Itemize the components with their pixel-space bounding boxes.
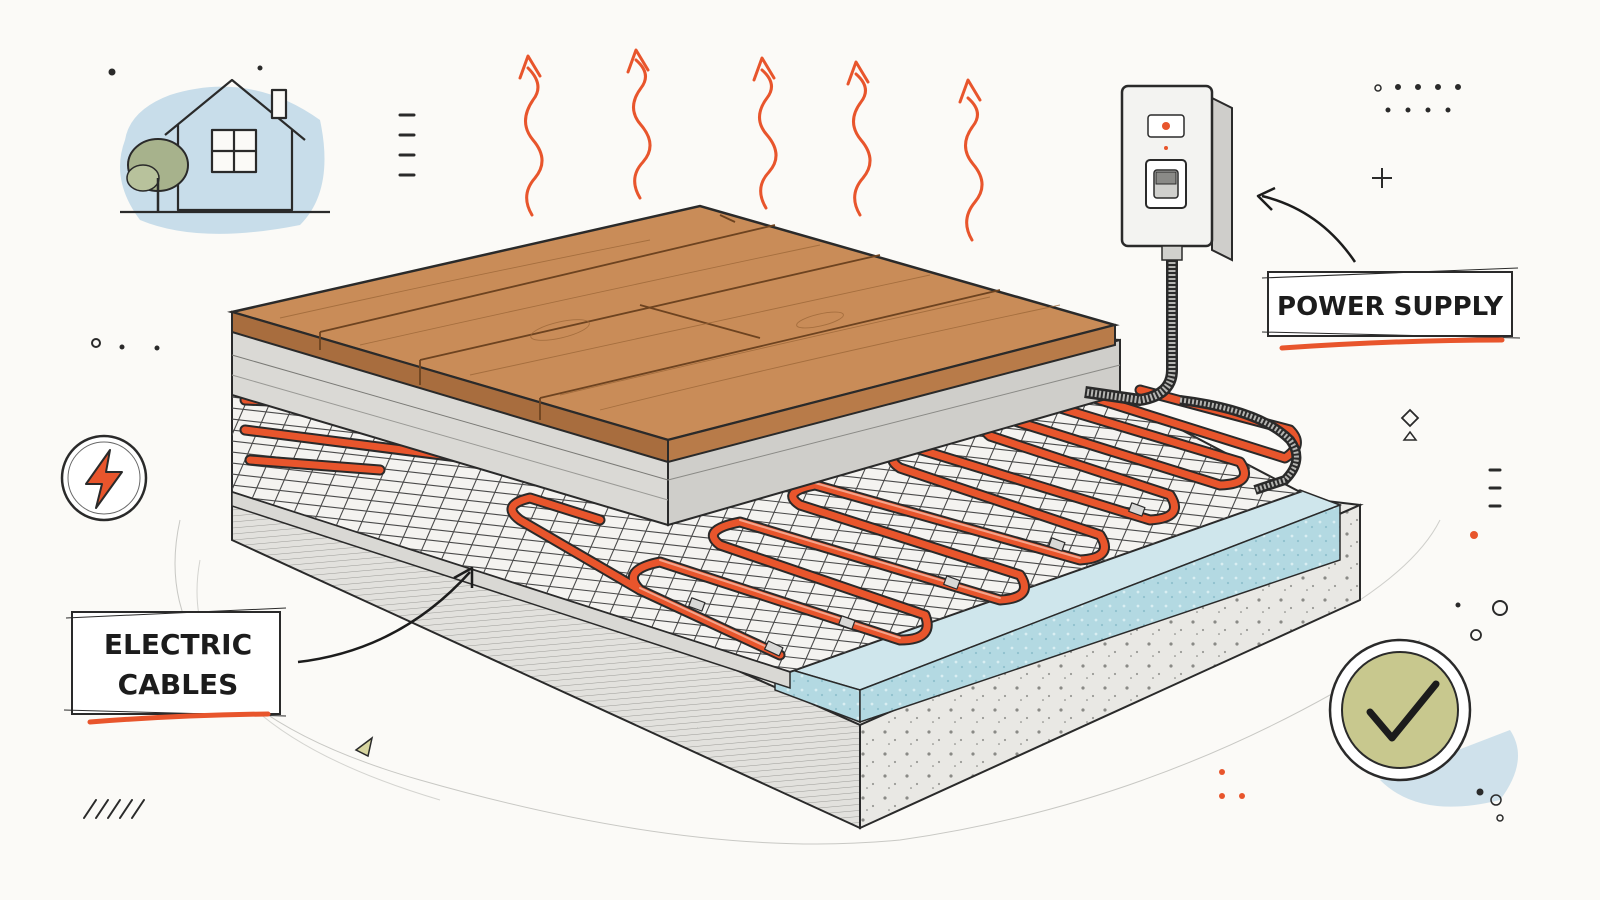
house-icon [120, 80, 330, 234]
power-supply-label: POWER SUPPLY [1262, 268, 1520, 348]
checkmark-icon [1330, 640, 1518, 807]
power-supply-box [1122, 86, 1232, 260]
power-switch-icon [1146, 160, 1186, 208]
heat-wave-arrow-icon [628, 50, 650, 198]
electric-cables-label-line2: CABLES [118, 668, 239, 701]
heat-wave-arrow-icon [520, 56, 542, 215]
heat-waves [520, 50, 982, 240]
heat-wave-arrow-icon [754, 58, 776, 208]
power-indicator-light [1162, 122, 1170, 130]
power-supply-label-text: POWER SUPPLY [1277, 292, 1504, 322]
lightning-bolt-icon [62, 436, 146, 520]
electric-cables-label-line1: ELECTRIC [104, 628, 252, 661]
power-supply-pointer-arrow [1262, 196, 1355, 262]
heat-wave-arrow-icon [960, 80, 982, 240]
heat-wave-arrow-icon [848, 62, 870, 215]
electric-cables-label: ELECTRIC CABLES [64, 608, 286, 722]
